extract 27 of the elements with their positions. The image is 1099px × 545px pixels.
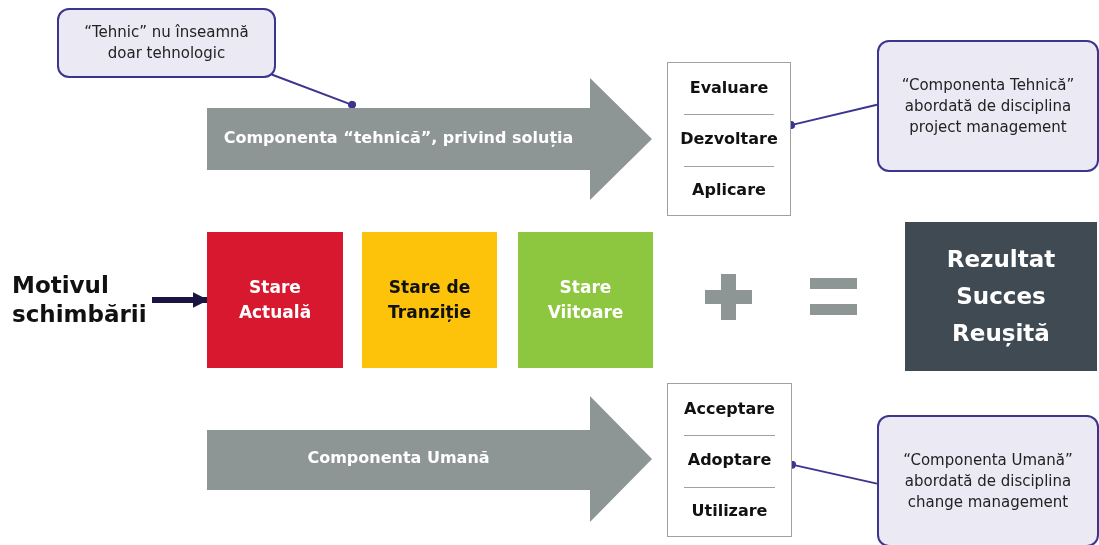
state-box [518,232,653,368]
state-text: Stare Actuală [237,275,313,324]
callout-text: “Componenta Tehnică” abordată de disciplina project management [900,74,1076,138]
list-item: Evaluare [688,77,770,97]
state-box [207,232,343,368]
callout-box [877,415,1099,545]
arrow-label: Componenta “tehnică”, privind soluția [222,128,575,147]
result-text: Rezultat Succes Reușită [945,245,1057,349]
callout-text: “Tehnic” nu înseamnă doar tehnologic [83,22,250,64]
callout-box [57,8,276,78]
list-box [667,383,792,537]
heading-text: Motivul schimbării [12,271,148,329]
state-box [362,232,497,368]
list-item: Utilizare [690,501,769,521]
result-box [905,222,1097,371]
list-box [667,62,791,216]
arrow [152,292,209,308]
state-text: Stare Viitoare [546,275,625,324]
list-item: Adoptare [686,450,773,469]
arrow-label: Componenta Umană [306,448,491,467]
callout-text: “Componenta Umană” abordată de disciplina change management [902,449,1074,513]
list-item: Aplicare [691,180,767,200]
list-item: Dezvoltare [679,129,779,148]
callout-box [877,40,1099,172]
state-text: Stare de Tranziție [387,275,472,324]
list-item: Acceptare [683,398,776,418]
leader-line [270,73,357,109]
